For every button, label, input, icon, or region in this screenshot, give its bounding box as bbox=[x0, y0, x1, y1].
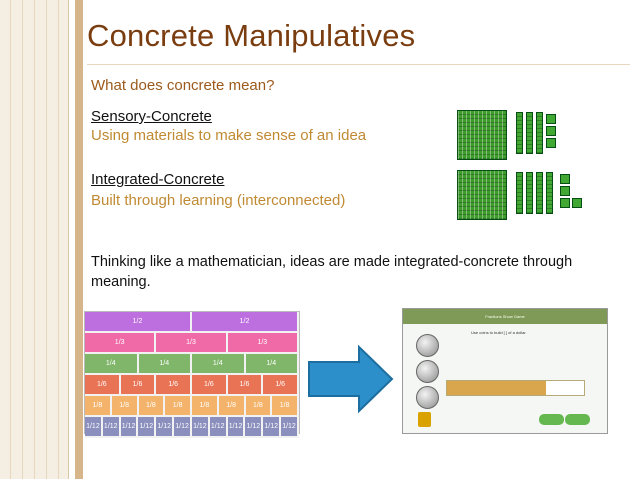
fraction-cell: 1/12 bbox=[138, 417, 157, 436]
fraction-progress-bar bbox=[446, 380, 585, 396]
fraction-cell: 1/12 bbox=[85, 417, 103, 436]
fraction-cell: 1/8 bbox=[218, 396, 246, 415]
question-text: What does concrete mean? bbox=[91, 77, 275, 94]
hundred-flat bbox=[457, 110, 507, 160]
fraction-cell: 1/3 bbox=[85, 333, 157, 352]
ten-rod bbox=[536, 172, 543, 214]
coin-icon bbox=[416, 386, 439, 409]
fraction-cell: 1/8 bbox=[111, 396, 139, 415]
unit-cube bbox=[572, 198, 582, 208]
fraction-cell: 1/6 bbox=[192, 375, 228, 394]
app-title: Fractions Show Game bbox=[485, 314, 525, 319]
fraction-cell: 1/2 bbox=[85, 312, 192, 331]
fraction-cell: 1/8 bbox=[138, 396, 166, 415]
slide-margin bbox=[0, 0, 69, 479]
fraction-cell: 1/12 bbox=[102, 417, 121, 436]
sensory-description: Using materials to make sense of an idea bbox=[91, 127, 367, 144]
sensory-heading: Sensory-Concrete bbox=[91, 108, 212, 125]
fraction-cell: 1/6 bbox=[227, 375, 264, 394]
fraction-cell: 1/12 bbox=[227, 417, 246, 436]
accent-bar bbox=[75, 0, 83, 479]
fraction-cell: 1/12 bbox=[120, 417, 139, 436]
fraction-cell: 1/8 bbox=[272, 396, 299, 415]
app-title-bar: Fractions Show Game bbox=[403, 309, 607, 324]
fraction-cell: 1/6 bbox=[263, 375, 300, 394]
fraction-cell: 1/4 bbox=[245, 354, 299, 373]
coin-icon bbox=[416, 360, 439, 383]
ten-rod bbox=[536, 112, 543, 154]
unit-cube bbox=[546, 126, 556, 136]
coin-icon bbox=[416, 334, 439, 357]
app-button-left bbox=[539, 414, 564, 425]
integrated-description: Built through learning (interconnected) bbox=[91, 192, 346, 209]
fraction-cell: 1/4 bbox=[85, 354, 139, 373]
hundred-flat bbox=[457, 170, 507, 220]
thinking-text: Thinking like a mathematician, ideas are… bbox=[91, 254, 573, 290]
ten-rod bbox=[516, 172, 523, 214]
fraction-cell: 1/8 bbox=[245, 396, 273, 415]
ten-rod bbox=[526, 172, 533, 214]
fraction-cell: 1/12 bbox=[245, 417, 264, 436]
unit-cube bbox=[560, 186, 570, 196]
fraction-cell: 1/12 bbox=[209, 417, 228, 436]
base-ten-blocks-image bbox=[454, 106, 594, 220]
fraction-cell: 1/8 bbox=[165, 396, 192, 415]
app-button-right bbox=[565, 414, 590, 425]
right-arrow-icon bbox=[308, 344, 394, 414]
fraction-cell: 1/4 bbox=[192, 354, 246, 373]
fraction-cell: 1/8 bbox=[85, 396, 112, 415]
progress-fill bbox=[447, 381, 546, 395]
app-prompt: Use coins to build [ ] of a dollar. bbox=[471, 330, 527, 335]
fraction-cell: 1/12 bbox=[174, 417, 192, 436]
fraction-cell: 1/6 bbox=[85, 375, 121, 394]
unit-cube bbox=[560, 174, 570, 184]
integrated-heading: Integrated-Concrete bbox=[91, 171, 225, 188]
unit-cube bbox=[546, 114, 556, 124]
fraction-cell: 1/3 bbox=[227, 333, 299, 352]
fraction-cell: 1/12 bbox=[156, 417, 175, 436]
ten-rod bbox=[516, 112, 523, 154]
ten-rod bbox=[546, 172, 553, 214]
fraction-cell: 1/6 bbox=[156, 375, 193, 394]
slide-title: Concrete Manipulatives bbox=[87, 18, 416, 53]
trash-icon bbox=[418, 412, 431, 427]
fraction-cell: 1/4 bbox=[138, 354, 192, 373]
unit-cube bbox=[560, 198, 570, 208]
unit-cube bbox=[546, 138, 556, 148]
fraction-cell: 1/8 bbox=[192, 396, 219, 415]
fraction-cell: 1/2 bbox=[192, 312, 299, 331]
fraction-cell: 1/12 bbox=[281, 417, 299, 436]
fraction-cell: 1/12 bbox=[191, 417, 210, 436]
fraction-cell: 1/3 bbox=[156, 333, 228, 352]
ten-rod bbox=[526, 112, 533, 154]
app-screenshot: Fractions Show Game Use coins to build [… bbox=[402, 308, 608, 434]
fraction-cell: 1/6 bbox=[120, 375, 157, 394]
title-divider bbox=[87, 64, 630, 65]
fraction-cell: 1/12 bbox=[263, 417, 282, 436]
